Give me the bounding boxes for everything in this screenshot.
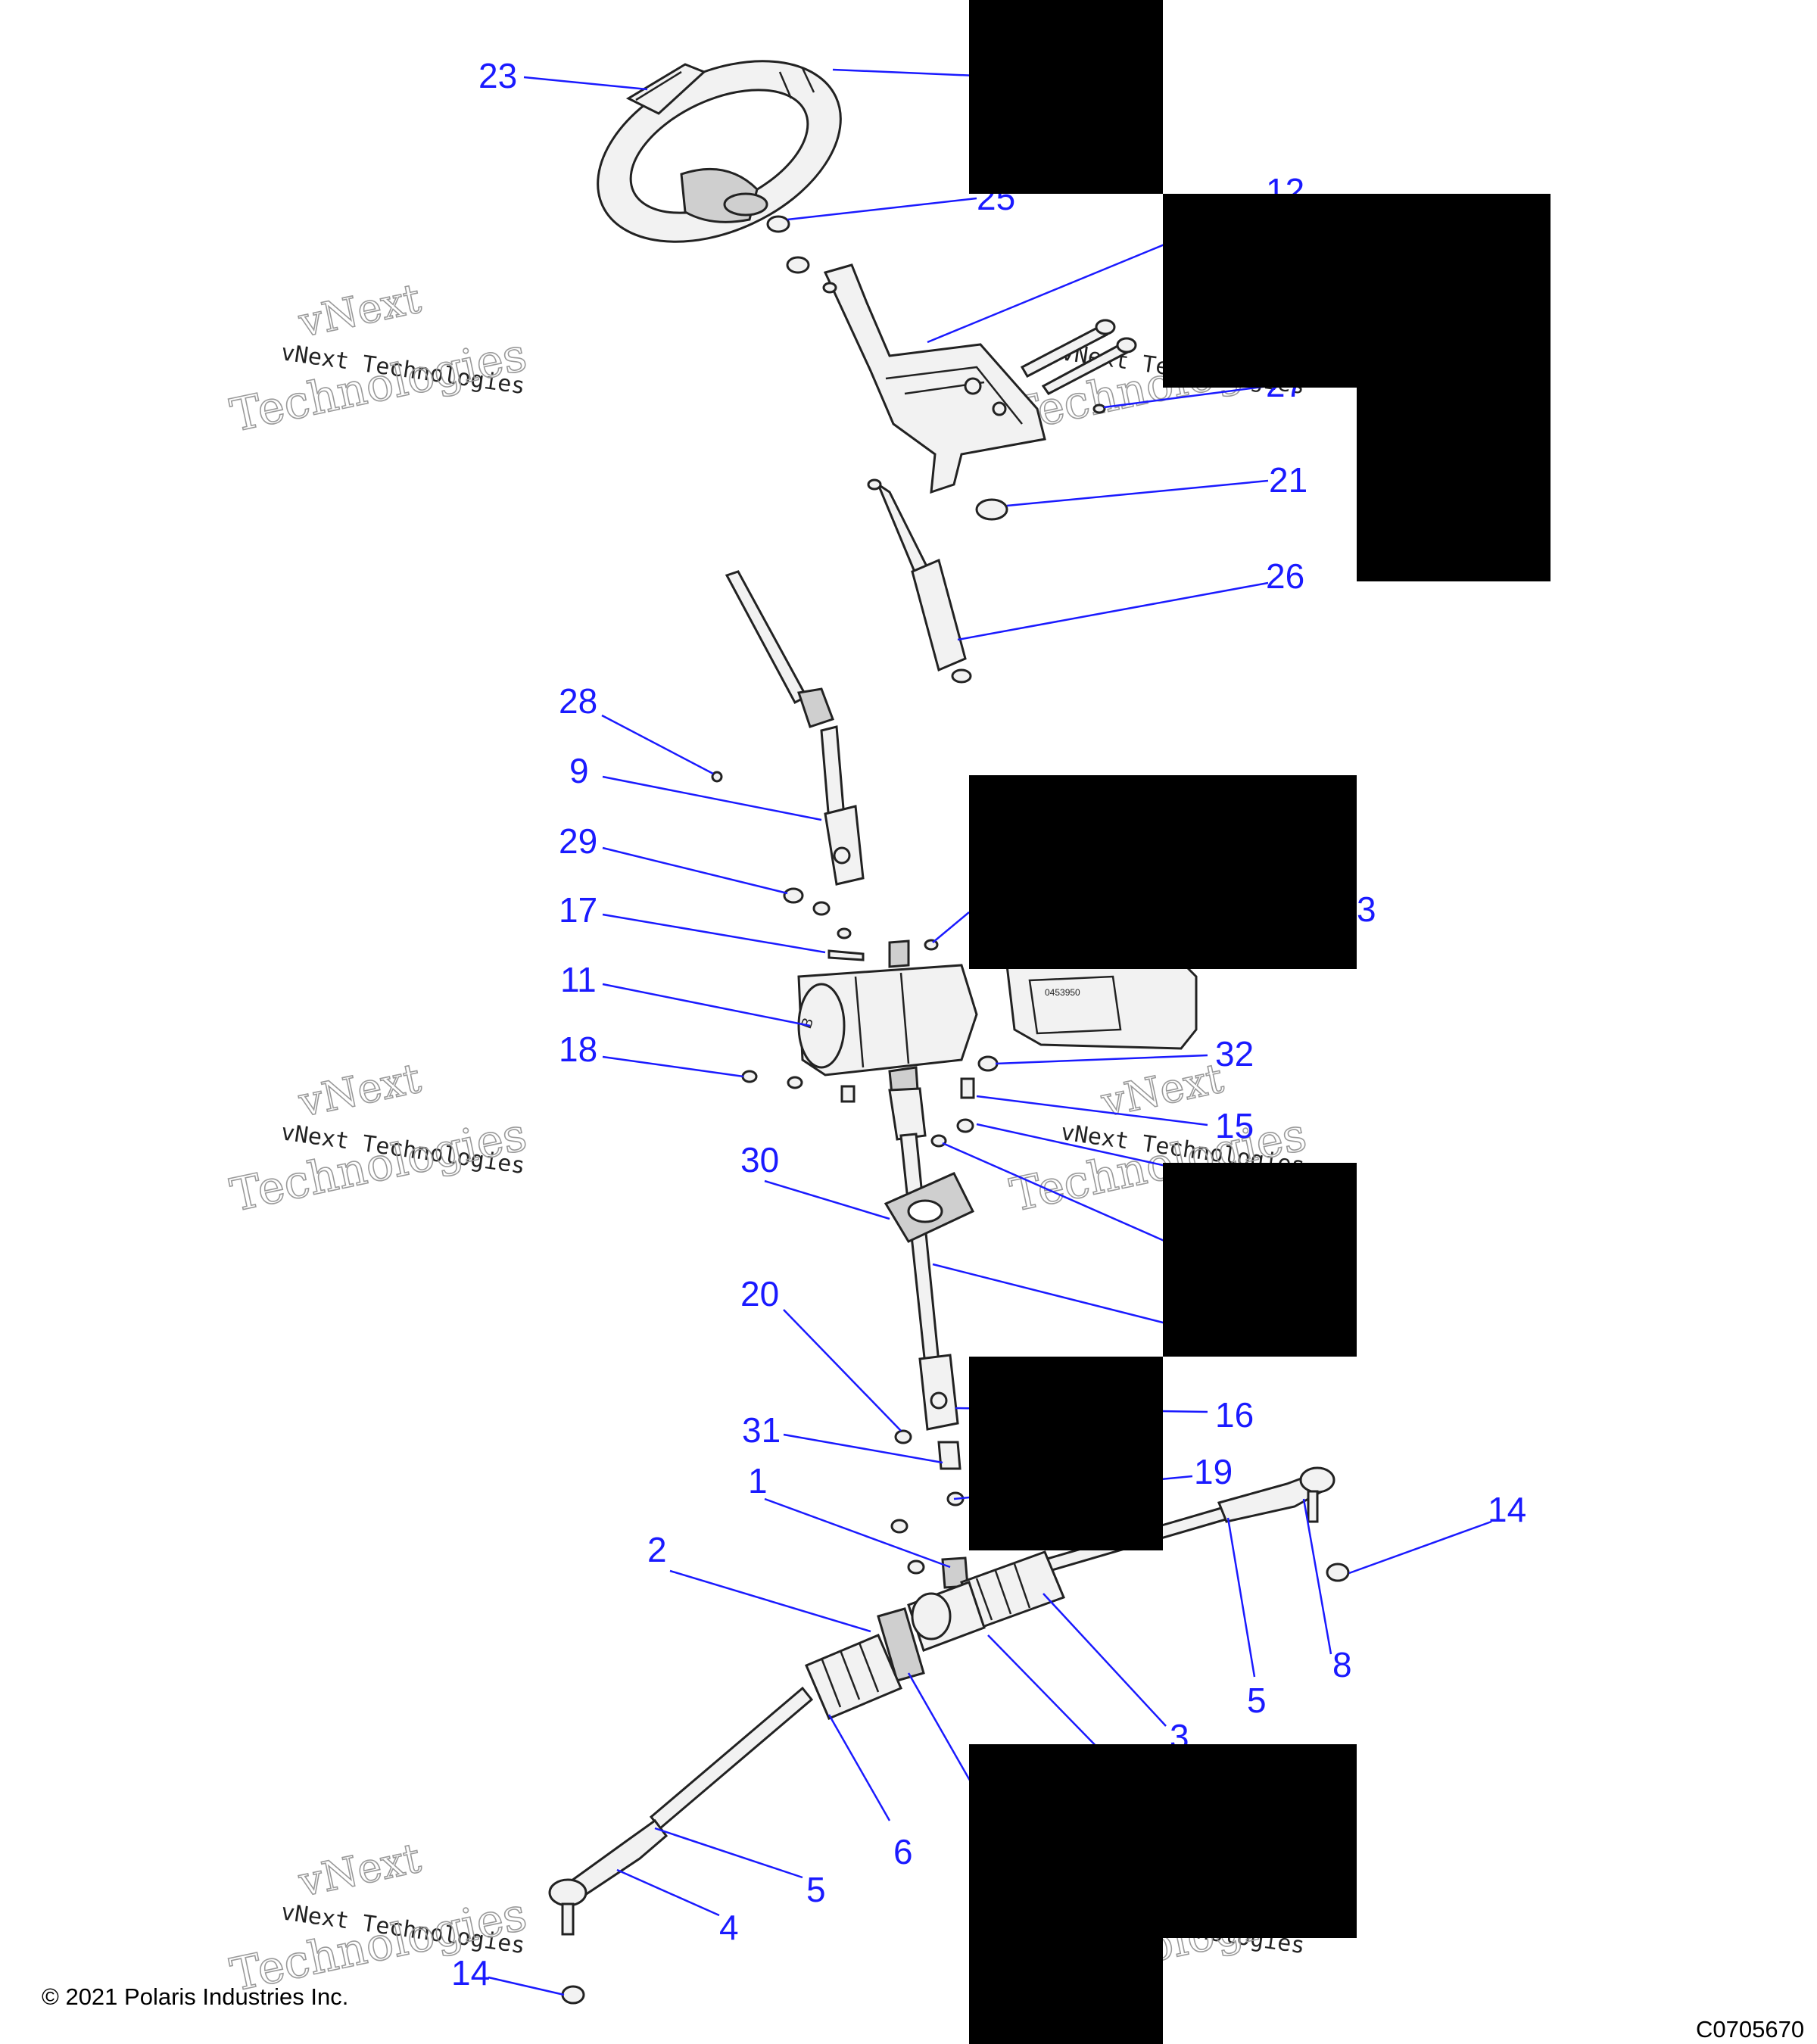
steering-wheel [597, 60, 842, 243]
callout-4: 4 [719, 1908, 739, 1947]
redaction-blocks [969, 0, 1551, 2044]
callout-14-right: 14 [1488, 1490, 1526, 1529]
wheel-nut-25 [766, 215, 810, 274]
drawing-number: C0705670 [1696, 2016, 1805, 2042]
svg-text:vNext: vNext [295, 1054, 425, 1126]
pin-28 [711, 771, 723, 783]
callout-14-left: 14 [451, 1953, 490, 1993]
callout-17: 17 [559, 890, 597, 930]
rack-nuts [890, 1491, 969, 1589]
eps-unit: B [797, 939, 978, 1077]
svg-text:Technologies: Technologies [226, 329, 531, 443]
eps-module-cover: 0453950 [1005, 960, 1198, 1050]
gas-strut [867, 478, 972, 684]
callout-29: 29 [559, 821, 597, 861]
callout-5-right: 5 [1247, 1681, 1267, 1720]
tie-rod-end-left [548, 1818, 669, 1936]
callout-15: 15 [1215, 1106, 1254, 1145]
watermark-block-3: vNext vNext Technologies Technologies [226, 1054, 532, 1223]
callout-21: 21 [1269, 460, 1307, 500]
svg-text:vNext: vNext [295, 274, 425, 347]
callout-19: 19 [1194, 1452, 1233, 1491]
callout-3-top: 3 [1357, 890, 1376, 929]
callout-20: 20 [740, 1274, 779, 1313]
redaction-block [1163, 1163, 1357, 1357]
firewall-boot [884, 1172, 975, 1243]
bracket-bolts [1020, 319, 1137, 414]
tie-rod-nut-14 [561, 1563, 1350, 2005]
bushing-21 [975, 498, 1008, 521]
callout-23: 23 [478, 56, 517, 95]
callout-18: 18 [559, 1030, 597, 1069]
steering-rack [649, 1505, 1233, 1831]
fasteners-29-17 [783, 887, 865, 961]
intermediate-shaft [888, 1066, 959, 1431]
redaction-block [969, 1744, 1357, 1938]
svg-text:0453950: 0453950 [1045, 987, 1080, 998]
column-bracket [822, 263, 1046, 494]
callout-9: 9 [569, 751, 589, 790]
watermark-block-1: vNext vNext Technologies Technologies [226, 274, 532, 444]
fasteners-20-31 [894, 1429, 961, 1470]
redaction-block [969, 1938, 1163, 2044]
fasteners-32-18-15 [741, 1055, 999, 1148]
svg-text:vNext: vNext [1097, 1054, 1228, 1126]
callout-16: 16 [1215, 1395, 1254, 1435]
callout-5-left: 5 [806, 1870, 826, 1909]
redaction-block [969, 775, 1357, 969]
callout-6: 6 [893, 1832, 913, 1871]
svg-text:Technologies: Technologies [226, 1108, 531, 1223]
callout-32: 32 [1215, 1034, 1254, 1073]
redaction-block [969, 1357, 1163, 1550]
callout-2: 2 [647, 1530, 667, 1569]
redaction-block [969, 0, 1163, 194]
upper-steering-shaft [725, 570, 865, 886]
callout-8: 8 [1332, 1645, 1352, 1684]
callout-28: 28 [559, 681, 597, 721]
redaction-block [1357, 388, 1551, 581]
callout-11: 11 [560, 960, 597, 999]
callout-1: 1 [748, 1461, 768, 1500]
tie-rod-end-right [1217, 1466, 1335, 1523]
copyright-notice: © 2021 Polaris Industries Inc. [42, 1983, 349, 2010]
callout-30: 30 [740, 1140, 779, 1179]
horn-pad-cover [625, 63, 706, 115]
svg-text:vNext: vNext [295, 1834, 425, 1906]
redaction-block [1163, 194, 1551, 388]
callout-26: 26 [1266, 556, 1304, 596]
callout-31: 31 [742, 1410, 781, 1450]
